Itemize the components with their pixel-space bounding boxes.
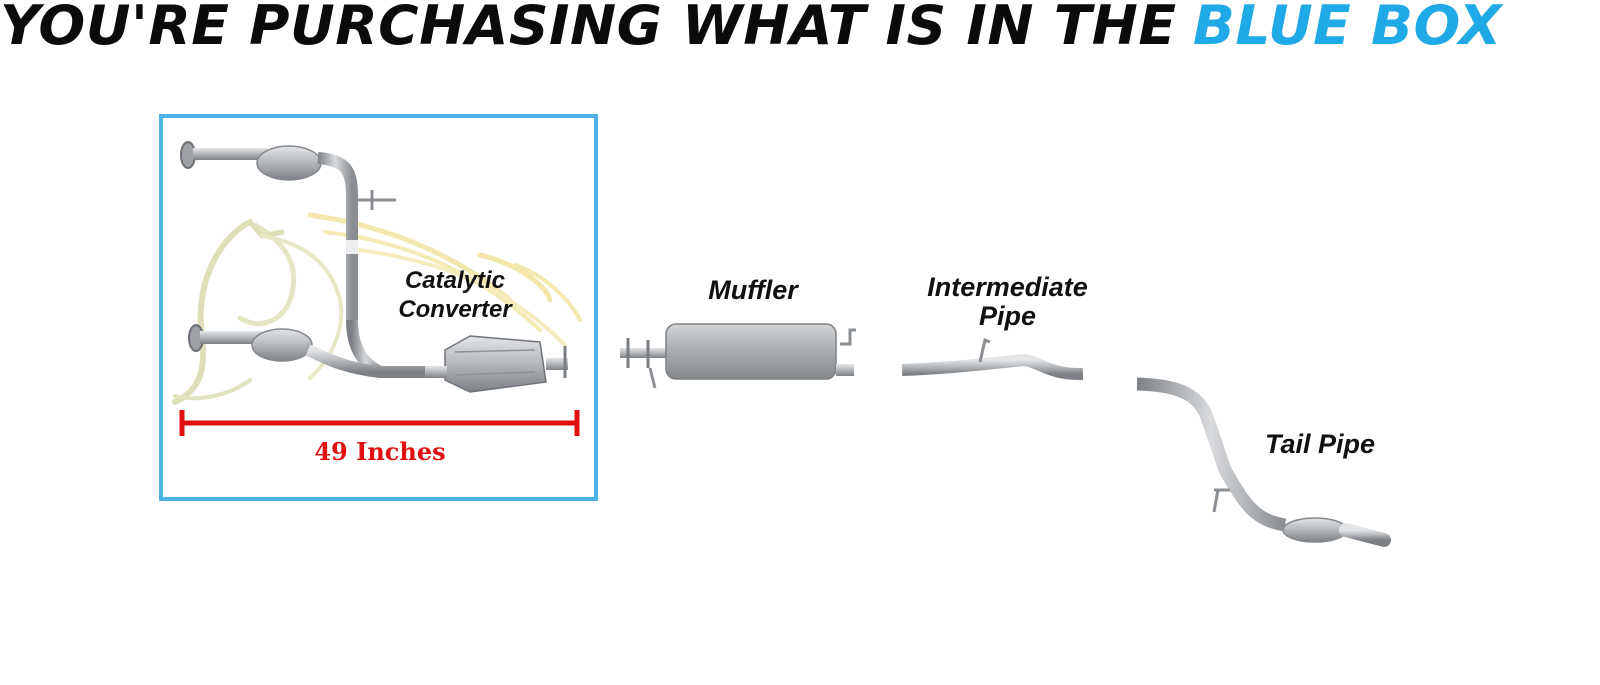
headline-blue-text: BLUE BOX xyxy=(1192,0,1502,57)
intermediate-pipe xyxy=(901,337,1084,381)
tail-pipe xyxy=(1136,377,1391,547)
catalytic-converter-assembly xyxy=(180,141,568,393)
muffler xyxy=(620,323,856,389)
measurement-text: 49 Inches xyxy=(314,437,446,466)
headline-black-text: YOU'RE PURCHASING WHAT IS IN THE xyxy=(0,0,1177,57)
catalytic-converter xyxy=(444,335,547,393)
measurement-line xyxy=(179,410,580,436)
catalytic-label-line1: Catalytic xyxy=(404,267,506,294)
catalytic-label-line2: Converter xyxy=(398,296,512,323)
intermediate-label-line2: Pipe xyxy=(978,301,1037,331)
muffler-label: Muffler xyxy=(708,275,798,305)
catalytic-converter-label: Catalytic Converter xyxy=(375,266,535,324)
purchase-box xyxy=(159,114,598,501)
headline: YOU'RE PURCHASING WHAT IS IN THE BLUE BOX xyxy=(0,0,1600,58)
intermediate-pipe-label: Intermediate Pipe xyxy=(910,273,1105,331)
upper-flange xyxy=(180,141,196,169)
intermediate-label-line1: Intermediate xyxy=(927,272,1088,302)
tail-pipe-label: Tail Pipe xyxy=(1264,429,1376,459)
